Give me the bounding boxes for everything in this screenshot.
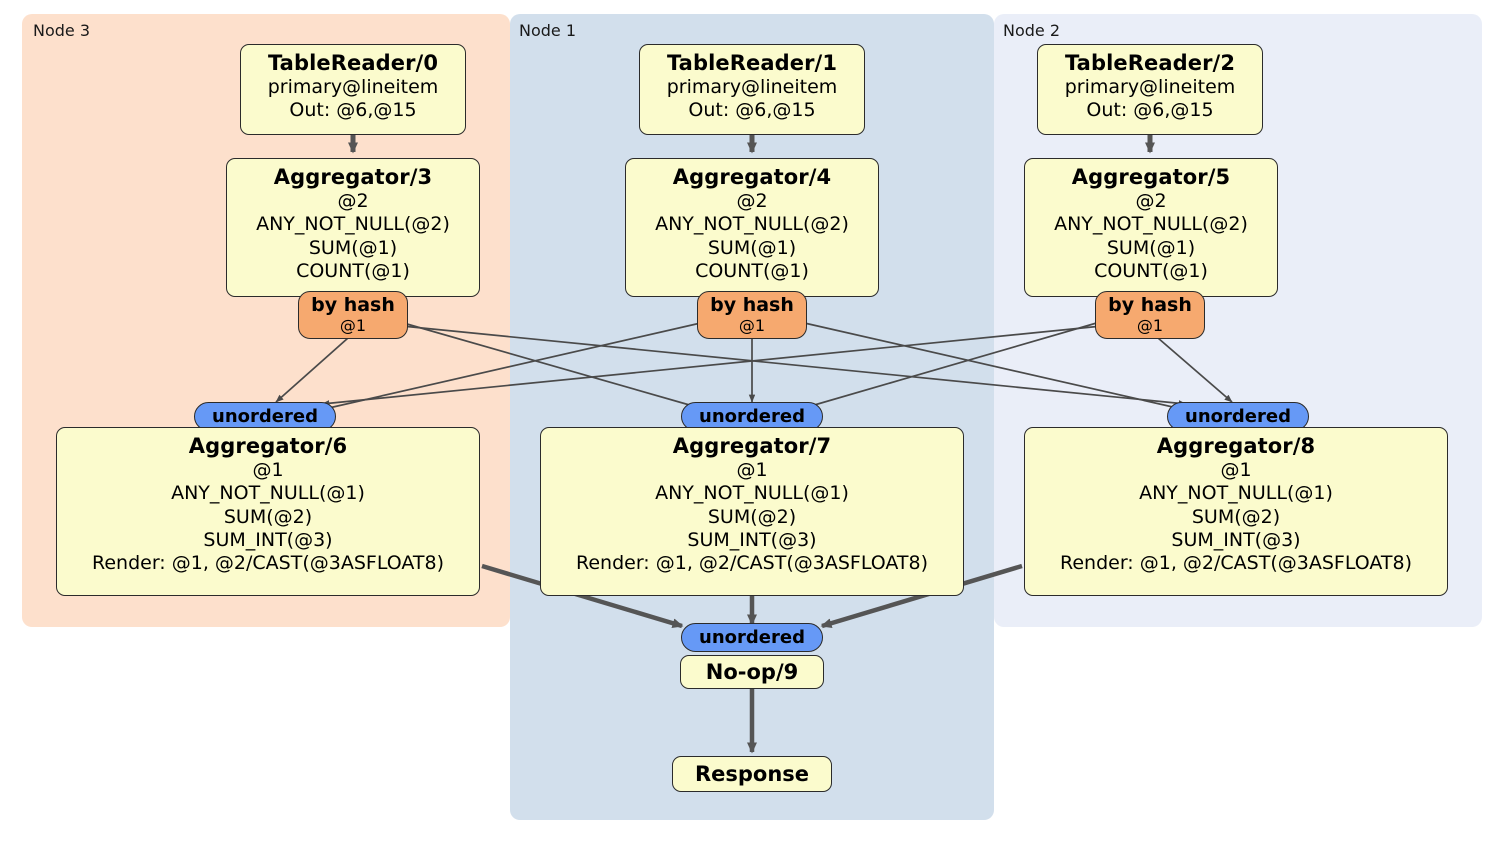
- aggregator-7-line-5: Render: @1, @2/CAST(@3ASFLOAT8): [576, 551, 928, 574]
- table-reader-0-line-1: primary@lineitem: [267, 76, 439, 99]
- hash-router-0[interactable]: by hash @1: [298, 291, 408, 339]
- unordered-input-1[interactable]: unordered: [681, 402, 823, 431]
- aggregator-7-line-3: SUM(@2): [707, 505, 797, 528]
- aggregator-5-box[interactable]: Aggregator/5 @2 ANY_NOT_NULL(@2) SUM(@1)…: [1024, 158, 1278, 297]
- aggregator-6-title: Aggregator/6: [188, 434, 348, 458]
- aggregator-8-line-3: SUM(@2): [1191, 505, 1281, 528]
- aggregator-6-box[interactable]: Aggregator/6 @1 ANY_NOT_NULL(@1) SUM(@2)…: [56, 427, 480, 596]
- aggregator-6-line-1: @1: [252, 459, 284, 482]
- aggregator-4-title: Aggregator/4: [672, 165, 832, 189]
- aggregator-4-box[interactable]: Aggregator/4 @2 ANY_NOT_NULL(@2) SUM(@1)…: [625, 158, 879, 297]
- aggregator-7-line-1: @1: [736, 459, 768, 482]
- table-reader-1-line-1: primary@lineitem: [666, 76, 838, 99]
- table-reader-2-title: TableReader/2: [1064, 51, 1236, 75]
- region-label-node-3: Node 3: [33, 21, 91, 40]
- aggregator-3-line-4: COUNT(@1): [296, 259, 410, 282]
- aggregator-4-line-1: @2: [736, 190, 768, 213]
- aggregator-4-line-2: ANY_NOT_NULL(@2): [655, 213, 849, 236]
- aggregator-8-line-5: Render: @1, @2/CAST(@3ASFLOAT8): [1060, 551, 1412, 574]
- table-reader-2-box[interactable]: TableReader/2 primary@lineitem Out: @6,@…: [1037, 44, 1263, 135]
- aggregator-3-line-2: ANY_NOT_NULL(@2): [256, 213, 450, 236]
- hash-router-1-sublabel: @1: [738, 315, 766, 335]
- hash-router-0-sublabel: @1: [339, 315, 367, 335]
- aggregator-8-box[interactable]: Aggregator/8 @1 ANY_NOT_NULL(@1) SUM(@2)…: [1024, 427, 1448, 596]
- table-reader-0-title: TableReader/0: [267, 51, 439, 75]
- aggregator-3-line-3: SUM(@1): [308, 236, 398, 259]
- hash-router-1-label: by hash: [710, 294, 794, 316]
- aggregator-6-line-3: SUM(@2): [223, 505, 313, 528]
- table-reader-2-line-2: Out: @6,@15: [1086, 99, 1214, 122]
- aggregator-8-title: Aggregator/8: [1156, 434, 1316, 458]
- aggregator-7-box[interactable]: Aggregator/7 @1 ANY_NOT_NULL(@1) SUM(@2)…: [540, 427, 964, 596]
- aggregator-6-line-4: SUM_INT(@3): [203, 528, 333, 551]
- region-label-node-1: Node 1: [519, 21, 577, 40]
- no-op-9-box[interactable]: No-op/9: [680, 655, 824, 689]
- table-reader-0-box[interactable]: TableReader/0 primary@lineitem Out: @6,@…: [240, 44, 466, 135]
- aggregator-7-title: Aggregator/7: [672, 434, 832, 458]
- merge-unordered[interactable]: unordered: [681, 623, 823, 652]
- table-reader-2-line-1: primary@lineitem: [1064, 76, 1236, 99]
- hash-router-2-sublabel: @1: [1136, 315, 1164, 335]
- aggregator-5-line-2: ANY_NOT_NULL(@2): [1054, 213, 1248, 236]
- hash-router-1[interactable]: by hash @1: [697, 291, 807, 339]
- table-reader-1-box[interactable]: TableReader/1 primary@lineitem Out: @6,@…: [639, 44, 865, 135]
- hash-router-2-label: by hash: [1108, 294, 1192, 316]
- aggregator-4-line-4: COUNT(@1): [695, 259, 809, 282]
- aggregator-4-line-3: SUM(@1): [707, 236, 797, 259]
- aggregator-3-line-1: @2: [337, 190, 369, 213]
- aggregator-5-line-4: COUNT(@1): [1094, 259, 1208, 282]
- aggregator-5-title: Aggregator/5: [1071, 165, 1231, 189]
- hash-router-0-label: by hash: [311, 294, 395, 316]
- response-box[interactable]: Response: [672, 756, 832, 792]
- hash-router-2[interactable]: by hash @1: [1095, 291, 1205, 339]
- aggregator-5-line-3: SUM(@1): [1106, 236, 1196, 259]
- aggregator-3-title: Aggregator/3: [273, 165, 433, 189]
- table-reader-1-title: TableReader/1: [666, 51, 838, 75]
- table-reader-0-line-2: Out: @6,@15: [289, 99, 417, 122]
- aggregator-6-line-2: ANY_NOT_NULL(@1): [171, 482, 365, 505]
- aggregator-8-line-4: SUM_INT(@3): [1171, 528, 1301, 551]
- aggregator-7-line-4: SUM_INT(@3): [687, 528, 817, 551]
- aggregator-6-line-5: Render: @1, @2/CAST(@3ASFLOAT8): [92, 551, 444, 574]
- aggregator-5-line-1: @2: [1135, 190, 1167, 213]
- table-reader-1-line-2: Out: @6,@15: [688, 99, 816, 122]
- aggregator-3-box[interactable]: Aggregator/3 @2 ANY_NOT_NULL(@2) SUM(@1)…: [226, 158, 480, 297]
- aggregator-8-line-2: ANY_NOT_NULL(@1): [1139, 482, 1333, 505]
- aggregator-7-line-2: ANY_NOT_NULL(@1): [655, 482, 849, 505]
- aggregator-8-line-1: @1: [1220, 459, 1252, 482]
- region-label-node-2: Node 2: [1003, 21, 1061, 40]
